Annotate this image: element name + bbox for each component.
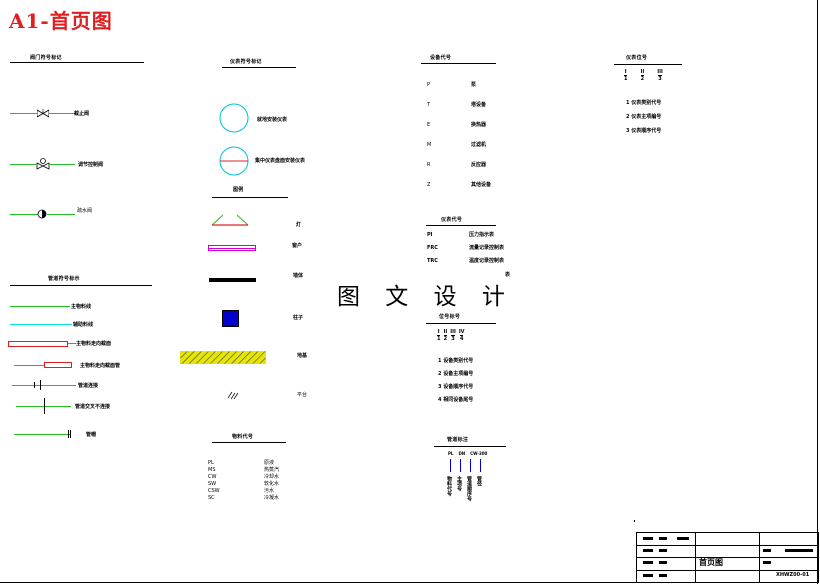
valve-label-globe: 截止阀: [74, 111, 90, 117]
divider: [426, 323, 496, 324]
instrument-label-local: 就地安装仪表: [257, 117, 288, 123]
globe-valve-symbol: [10, 108, 75, 118]
auxiliary-line: [10, 324, 72, 325]
pipe-connection-line: [12, 385, 76, 386]
foundation-hatch-icon: [180, 351, 266, 364]
legend-label-lamp: 灯: [296, 222, 302, 228]
list-item: 3 设备顺序代号: [438, 384, 474, 390]
divider: [421, 63, 496, 64]
pipe-cross-line: [16, 406, 71, 407]
local-instrument-icon: [219, 103, 249, 133]
list-item: 3 仪表顺序代号: [626, 128, 662, 134]
instrument-tag-list: 1 仪表类别代号 2 仪表主项编号 3 仪表顺序代号: [626, 96, 661, 138]
pipeline-label-connection: 管道连接: [78, 383, 99, 389]
legend-label-platform: 平台: [297, 392, 308, 398]
column-icon: [222, 310, 239, 327]
material-section-heading: 物料代号: [232, 434, 254, 440]
pipeline-label-main: 主物料线: [71, 304, 92, 310]
legend-label-column: 柱子: [293, 315, 304, 321]
list-item: 1 仪表类别代号: [626, 100, 662, 106]
steam-trap-symbol: [10, 209, 75, 219]
lamp-icon: [211, 214, 249, 226]
globe-valve-icon: [37, 109, 49, 118]
wall-icon: [209, 278, 256, 282]
divider: [212, 197, 288, 198]
pipeline-label-section-tube: 主物料走向截面管: [80, 363, 121, 369]
list-item: 2 设备主项编号: [438, 371, 474, 377]
divider: [10, 285, 152, 286]
page-title: A1-首页图: [9, 9, 113, 33]
window-icon: [208, 245, 256, 251]
divider: [10, 62, 144, 63]
control-valve-icon: [36, 158, 50, 170]
pipeline-label-cap: 管帽: [86, 432, 97, 438]
valve-label-control: 调节控制阀: [78, 162, 104, 168]
pipe-tag-codes: PL DN CW-300: [448, 451, 488, 456]
pipeline-label-section: 主物料走向截面: [76, 341, 112, 347]
instrument-label-panel: 集中仪表盘面安装仪表: [255, 158, 306, 164]
valve-section-heading: 阀门符号标记: [30, 55, 62, 61]
drawing-border: [817, 0, 818, 584]
platform-icon: [227, 391, 239, 400]
list-item: 2 仪表主项编号: [626, 114, 662, 120]
steam-trap-icon: [37, 209, 47, 219]
legend-label-window: 窗户: [292, 243, 303, 249]
pipeline-label-cross: 管道交叉不连接: [75, 404, 111, 410]
divider: [614, 64, 682, 65]
divider: [222, 67, 296, 68]
main-material-line: [10, 306, 70, 307]
instrument-code-heading: 仪表代号: [441, 217, 463, 223]
instrument-section-heading: 仪表符号标记: [230, 59, 262, 65]
title-block: 首页图 XHWZ00-01: [636, 532, 819, 583]
list-item: 1 设备类别代号: [438, 358, 474, 364]
list-item: 4 相同设备尾号: [438, 397, 474, 403]
legend-label-foundation: 地基: [297, 353, 308, 359]
pipe-cap-line: [14, 434, 70, 435]
watermark-text: 图 文 设 计: [337, 284, 514, 310]
section-pipe-symbol: [8, 341, 68, 347]
divider: [212, 442, 286, 443]
tag-item-list: 1 设备类别代号 2 设备主项编号 3 设备顺序代号 4 相同设备尾号: [438, 355, 473, 407]
section-pipe-tube-symbol: [44, 362, 72, 368]
legend-label-wall: 墙体: [293, 273, 304, 279]
divider: [426, 225, 496, 226]
valve-label-trap: 疏水阀: [77, 208, 93, 214]
control-valve-symbol: [10, 158, 75, 170]
equipment-section-heading: 设备代号: [430, 55, 452, 61]
drawing-name: 首页图: [699, 557, 723, 567]
instrument-tag-heading: 仪表位号: [626, 55, 648, 61]
pipeline-label-aux: 辅助料线: [73, 322, 94, 328]
pipe-tag-columns: 物料代号 主项号 管道顺序号 管径: [446, 476, 482, 501]
pipe-tag-heading: 管道标注: [447, 437, 469, 443]
drawing-border: [0, 582, 818, 583]
pipeline-section-heading: 管道符号标示: [48, 276, 80, 282]
divider: [434, 446, 506, 447]
drawing-number: XHWZ00-01: [776, 572, 810, 578]
instrument-code-extra: 表: [505, 272, 511, 278]
tag-section-heading: 位号标号: [439, 314, 461, 320]
panel-instrument-icon: [219, 146, 249, 176]
legend-section-heading: 图例: [233, 187, 244, 193]
